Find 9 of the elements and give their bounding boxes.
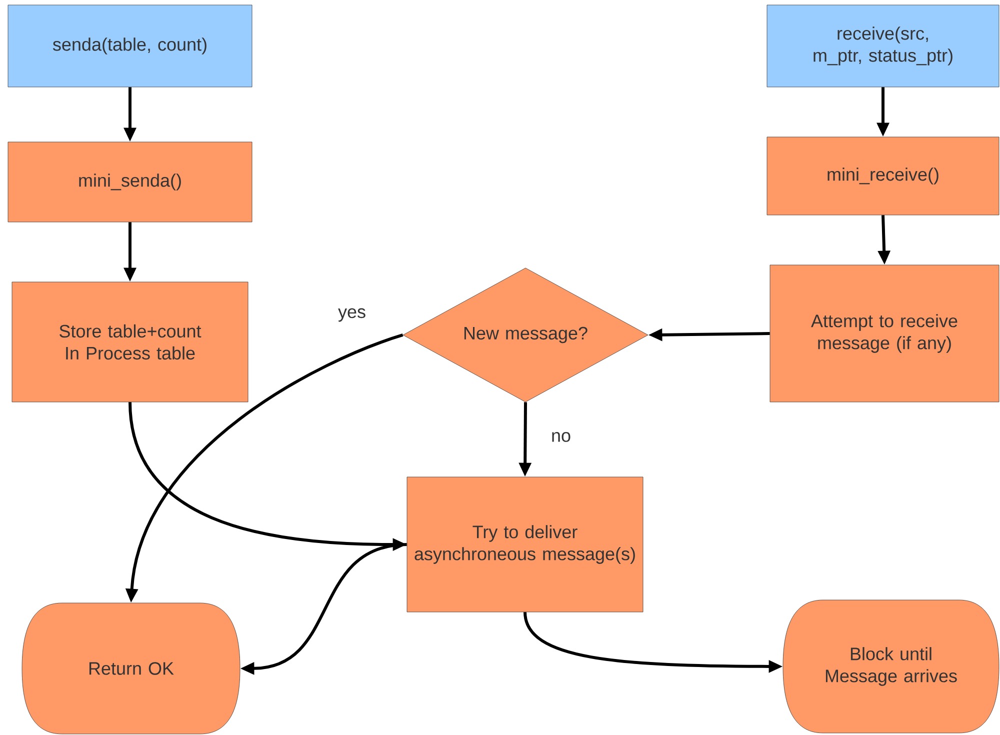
process-box: mini_senda() — [8, 142, 252, 222]
process-box: Attempt to receive message (if any) — [770, 264, 1000, 402]
process-box: Try to deliver asynchroneous message(s) — [406, 476, 644, 612]
process-box: senda(table, count) — [8, 4, 252, 88]
edge-label: yes — [338, 308, 366, 322]
process-box: mini_receive() — [766, 136, 1000, 216]
process-box: receive(src, m_ptr, status_ptr) — [766, 4, 1000, 88]
edge-label: no — [552, 432, 570, 442]
process-box: Store table+count In Process table — [12, 282, 248, 402]
